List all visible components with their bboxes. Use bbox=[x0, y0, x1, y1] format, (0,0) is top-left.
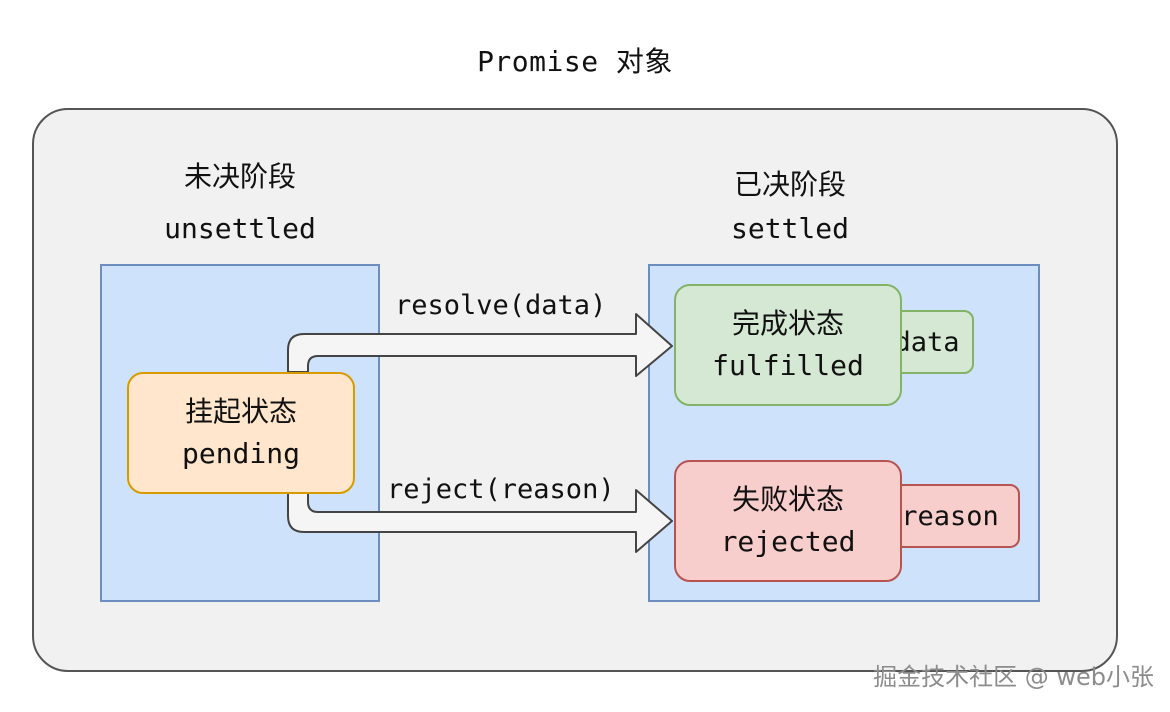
settled-zh-label: 已决阶段 bbox=[733, 168, 846, 201]
diagram-title: Promise 对象 bbox=[477, 45, 673, 78]
fulfilled-state: 完成状态 fulfilled bbox=[674, 284, 902, 406]
resolve-arrow bbox=[287, 313, 673, 377]
reject-arrow bbox=[287, 489, 673, 553]
resolve-edge-label: resolve(data) bbox=[395, 290, 607, 321]
pending-en-label: pending bbox=[181, 437, 300, 470]
settled-en-label: settled bbox=[730, 212, 849, 245]
watermark: 掘金技术社区 @ web小张 bbox=[873, 663, 1154, 691]
fulfilled-en-label: fulfilled bbox=[712, 349, 864, 382]
unsettled-zh-label: 未决阶段 bbox=[183, 160, 296, 193]
unsettled-en-label: unsettled bbox=[164, 212, 316, 245]
reject-edge-label: reject(reason) bbox=[387, 474, 615, 505]
rejected-state: 失败状态 rejected bbox=[674, 460, 902, 582]
pending-zh-label: 挂起状态 bbox=[184, 395, 297, 428]
pending-state: 挂起状态 pending bbox=[127, 372, 355, 494]
fulfilled-zh-label: 完成状态 bbox=[731, 307, 844, 340]
rejected-zh-label: 失败状态 bbox=[731, 483, 844, 516]
rejected-en-label: rejected bbox=[720, 525, 856, 558]
